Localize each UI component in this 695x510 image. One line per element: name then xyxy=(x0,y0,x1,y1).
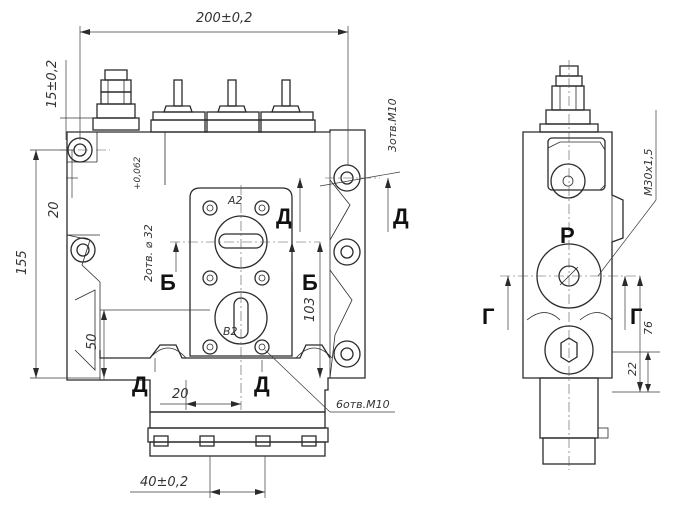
front-view: 200±0,2 15±0,2 20 155 2отв. ⌀ 32 +0,062 … xyxy=(15,11,409,498)
dim-height-top: 15±0,2 xyxy=(45,60,60,108)
section-mark-d1: Д xyxy=(276,204,292,229)
dim-height-total: 155 xyxy=(15,250,30,275)
inner-plate xyxy=(189,187,293,357)
dim-right-76: 76 xyxy=(642,321,655,335)
dim-width-20: 20 xyxy=(172,387,189,402)
label-port-b2: В2 xyxy=(223,325,238,338)
section-mark-d3: Д xyxy=(132,372,148,397)
section-mark-g2: Г xyxy=(630,304,643,329)
dim-height-low: 50 xyxy=(85,333,100,350)
top-fittings xyxy=(92,69,316,133)
label-port-a2: А2 xyxy=(227,194,243,207)
dim-height-mid: 103 xyxy=(303,297,318,322)
label-port-p: Р xyxy=(560,223,575,248)
dim-width-40: 40±0,2 xyxy=(140,475,188,490)
dim-width-total: 200±0,2 xyxy=(196,11,252,26)
section-mark-b2: Б xyxy=(302,270,318,295)
section-mark-d4: Д xyxy=(254,372,270,397)
bottom-caps xyxy=(147,411,329,457)
port-a2 xyxy=(170,215,320,269)
dim-height-left: 20 xyxy=(47,201,62,218)
mount-hole xyxy=(67,137,361,368)
note-holes-top: 3отв.М10 xyxy=(386,98,399,152)
dimension-lines xyxy=(30,26,401,498)
section-mark-d2: Д xyxy=(393,204,409,229)
section-mark-b1: Б xyxy=(160,270,176,295)
body-outline xyxy=(66,129,366,413)
dim-bore: 2отв. ⌀ 32 xyxy=(142,224,155,282)
plate-hole xyxy=(202,200,270,355)
dim-right-22: 22 xyxy=(626,362,639,376)
side-view: М30х1,5 76 22 Р Г Г xyxy=(482,60,660,470)
section-mark-g1: Г xyxy=(482,304,495,329)
note-holes-bottom: 6отв.М10 xyxy=(336,398,390,411)
note-thread: М30х1,5 xyxy=(642,149,655,197)
dim-bore-tolerance: +0,062 xyxy=(133,156,143,190)
